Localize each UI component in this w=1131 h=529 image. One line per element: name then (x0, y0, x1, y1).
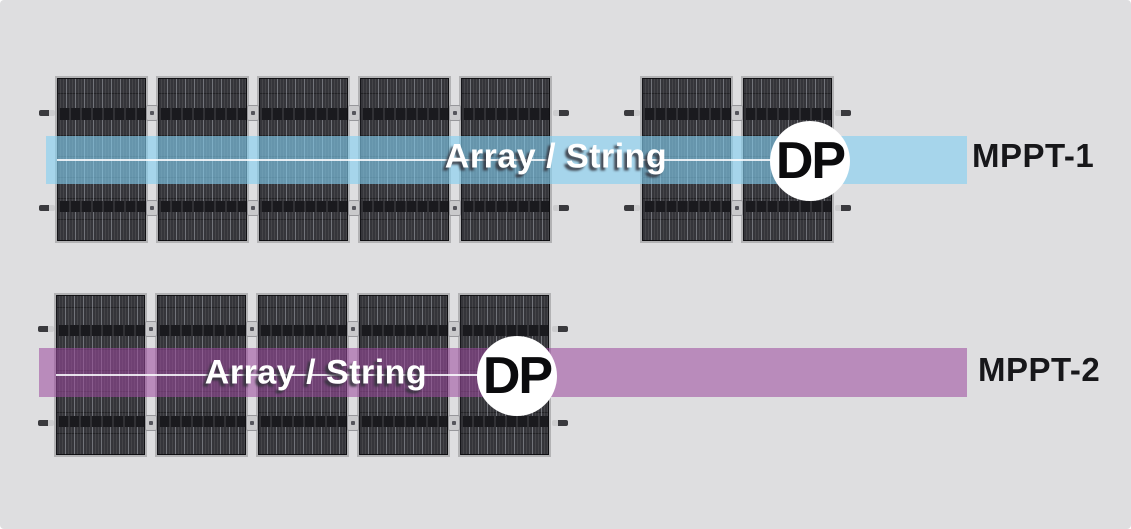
panel-busbar-bottom (461, 415, 548, 427)
panel-busbar-bottom (643, 201, 730, 213)
panel-center-line (57, 158, 550, 161)
end-clamp-bolt (552, 326, 568, 333)
panel-center-line (56, 374, 549, 376)
panel-clamp (449, 199, 461, 216)
panel-busbar-bottom (58, 201, 145, 213)
array-string-label-mppt1: Array / String (444, 137, 668, 176)
end-clamp-bolt (624, 204, 640, 211)
panel-center-line (642, 158, 832, 161)
panel-busbar-top (260, 108, 347, 120)
dp-marker-mppt2-text: DP (482, 347, 553, 405)
panel-clamp (731, 199, 743, 216)
panel-busbar-bottom (259, 415, 346, 427)
panel-busbar-top (259, 324, 346, 336)
dp-marker-mppt1-icon: DP (770, 121, 850, 201)
panel-clamp (146, 199, 158, 216)
end-clamp-bolt (39, 204, 55, 211)
end-clamp-bolt (553, 204, 569, 211)
panel-clamp (449, 104, 461, 121)
panel-busbar-bottom (159, 201, 246, 213)
panel-busbar-top (360, 324, 447, 336)
end-clamp-bolt (553, 109, 569, 116)
panel-clamp (348, 104, 360, 121)
end-clamp-bolt (835, 109, 851, 116)
panel-clamp (347, 414, 359, 431)
dp-marker-mppt1-text: DP (775, 132, 846, 190)
panel-busbar-top (58, 108, 145, 120)
panel-clamp (448, 321, 460, 338)
panel-busbar-top (361, 108, 448, 120)
mppt2-label: MPPT-2 (978, 351, 1101, 388)
panel-clamp (145, 321, 157, 338)
panel-busbar-top (159, 108, 246, 120)
end-clamp-bolt (38, 419, 54, 426)
mppt1-label: MPPT-1 (972, 137, 1095, 174)
panel-busbar-bottom (361, 201, 448, 213)
panel-clamp (146, 104, 158, 121)
panel-clamp (448, 414, 460, 431)
panel-clamp (247, 104, 259, 121)
panel-busbar-top (643, 108, 730, 120)
end-clamp-bolt (552, 419, 568, 426)
panel-clamp (347, 321, 359, 338)
solar-panel (256, 293, 349, 457)
panel-busbar-bottom (360, 415, 447, 427)
panel-busbar-top (57, 324, 144, 336)
panel-clamp (145, 414, 157, 431)
panel-clamp (246, 414, 258, 431)
panel-clamp (348, 199, 360, 216)
panel-busbar-top (461, 324, 548, 336)
panel-clamp (247, 199, 259, 216)
panel-busbar-top (462, 108, 549, 120)
panel-busbar-bottom (462, 201, 549, 213)
panel-busbar-top (158, 324, 245, 336)
dp-marker-mppt2-icon: DP (477, 336, 557, 416)
end-clamp-bolt (38, 326, 54, 333)
panel-busbar-bottom (57, 415, 144, 427)
panel-busbar-top (744, 108, 831, 120)
panel-busbar-bottom (744, 201, 831, 213)
panel-busbar-bottom (158, 415, 245, 427)
end-clamp-bolt (39, 109, 55, 116)
panel-clamp (246, 321, 258, 338)
end-clamp-bolt (624, 109, 640, 116)
array-string-label-mppt2: Array / String (204, 353, 428, 392)
panel-clamp (731, 104, 743, 121)
end-clamp-bolt (835, 204, 851, 211)
panel-busbar-bottom (260, 201, 347, 213)
